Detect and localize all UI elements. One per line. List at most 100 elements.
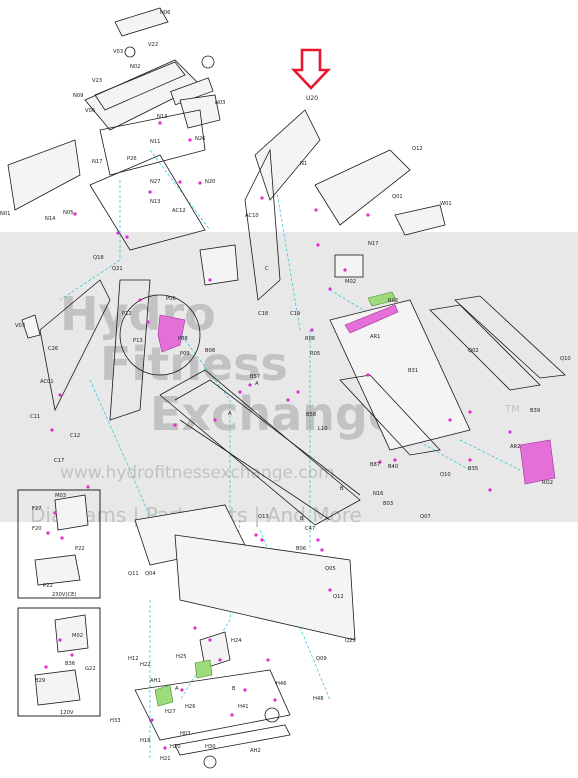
part-label-c26: C26 — [48, 346, 58, 352]
bolt-dot — [163, 746, 167, 750]
bolt-dot — [508, 430, 512, 434]
bolt-dot — [173, 423, 177, 427]
bolt-dot — [243, 688, 247, 692]
part-label-a112: AC12 — [172, 208, 186, 214]
box1-caption: 230V(CE) — [52, 592, 76, 598]
watermark-tm: TM — [504, 404, 520, 415]
inset-box-120v: 120V — [17, 607, 101, 717]
part-label-b31: B31 — [408, 368, 418, 374]
base-frame — [134, 631, 291, 769]
part-label-q12b: Q12 — [333, 594, 344, 600]
part-label-f20: F20 — [32, 526, 42, 532]
motor-detail — [119, 294, 201, 376]
part-label-h12: H12 — [128, 656, 139, 662]
part-label-h33: H33 — [110, 718, 121, 724]
bolt-dot — [198, 181, 202, 185]
box2-caption: 120V — [60, 710, 74, 716]
bolt-dot — [468, 410, 472, 414]
part-label-n20: N20 — [205, 179, 215, 185]
part-label-h41: H41 — [238, 704, 249, 710]
bolt-dot — [316, 538, 320, 542]
part-label-c47: C47 — [305, 526, 315, 532]
bolt-dot — [343, 268, 347, 272]
watermark-url: www.hydrofitnessexchange.com — [60, 463, 335, 483]
bolt-dot — [213, 418, 217, 422]
part-label-a: A — [255, 381, 259, 387]
bolt-dot — [188, 138, 192, 142]
part-label-h22: H22 — [140, 662, 151, 668]
part-label-q18: Q18 — [93, 255, 104, 261]
part-label-c17: C17 — [54, 458, 64, 464]
part-label-h27: H27 — [165, 709, 176, 715]
bolt-dot — [208, 638, 212, 642]
bolt-dot — [328, 287, 332, 291]
bolt-dot — [208, 278, 212, 282]
part-label-p26: P26 — [127, 156, 137, 162]
part-label-h26: H26 — [185, 704, 196, 710]
bolt-dot — [116, 231, 120, 235]
part-label-p22: P22 — [75, 546, 85, 552]
red-arrow-callout: U20 — [290, 48, 332, 102]
part-label-n03: N03 — [215, 100, 225, 106]
bolt-dot — [468, 458, 472, 462]
bolt-dot — [218, 658, 222, 662]
part-label-b08: B08 — [205, 348, 215, 354]
bolt-dot — [260, 196, 264, 200]
bolt-dot — [230, 713, 234, 717]
watermark-line2: Fitness — [100, 337, 288, 391]
part-label-b57: B57 — [250, 374, 260, 380]
part-label-n17: N17 — [92, 159, 102, 165]
part-label-v03b: V03 — [15, 323, 25, 329]
bolt-dot — [60, 536, 64, 540]
part-label-a3: A — [175, 686, 179, 692]
bolt-dot — [316, 243, 320, 247]
part-label-f27: F27 — [32, 506, 42, 512]
part-label-p22b: P22 — [43, 583, 53, 589]
part-label-q07: Q07 — [420, 514, 431, 520]
part-label-v22: V22 — [148, 42, 158, 48]
part-label-b03: B03 — [383, 501, 393, 507]
part-label-q05: Q05 — [325, 566, 336, 572]
bolt-dot — [86, 485, 90, 489]
console-assembly — [7, 7, 221, 251]
bolt-dot — [53, 511, 57, 515]
part-label-v23: V23 — [92, 78, 102, 84]
motor-hood-assembly — [199, 109, 446, 301]
part-label-b87: B87 — [370, 462, 380, 468]
watermark: Hydro Fitness Exchange TM www.hydrofitne… — [0, 232, 578, 527]
bolt-dot — [193, 626, 197, 630]
part-label-n27: N27 — [150, 179, 160, 185]
part-label-b29: B29 — [35, 678, 45, 684]
part-label-n06: N06 — [160, 10, 170, 16]
part-label-ar2: AR2 — [510, 444, 520, 450]
bolt-dot — [248, 383, 252, 387]
part-label-h46: H46 — [276, 681, 287, 687]
part-label-q04: Q04 — [145, 571, 156, 577]
part-label-p09: P09 — [180, 351, 190, 357]
bolt-dot — [254, 533, 258, 537]
part-label-n14: N14 — [45, 216, 56, 222]
highlight-dots — [44, 121, 512, 750]
bolt-dot — [180, 688, 184, 692]
part-label-b06: B06 — [296, 546, 306, 552]
bolt-dot — [266, 658, 270, 662]
bolt-dot — [320, 548, 324, 552]
deck-and-rollers — [174, 291, 566, 641]
part-label-w01: W01 — [440, 201, 452, 207]
bolt-dot — [488, 488, 492, 492]
bolt-dot — [238, 390, 242, 394]
bolt-dot — [44, 665, 48, 669]
part-label-b39: B39 — [530, 408, 540, 414]
part-label-m02: M02 — [345, 279, 356, 285]
part-label-n13: N13 — [157, 114, 167, 120]
bolt-dot — [296, 390, 300, 394]
part-label-n17b: N17 — [368, 241, 378, 247]
part-label-c11: C11 — [30, 414, 40, 420]
part-label-h24: H24 — [231, 638, 242, 644]
red-down-arrow — [290, 48, 332, 90]
bolt-dot — [58, 393, 62, 397]
bolt-dot — [314, 208, 318, 212]
part-label-q02: Q02 — [468, 348, 479, 354]
bolt-dot — [125, 235, 129, 239]
part-label-p08: P08 — [178, 336, 188, 342]
